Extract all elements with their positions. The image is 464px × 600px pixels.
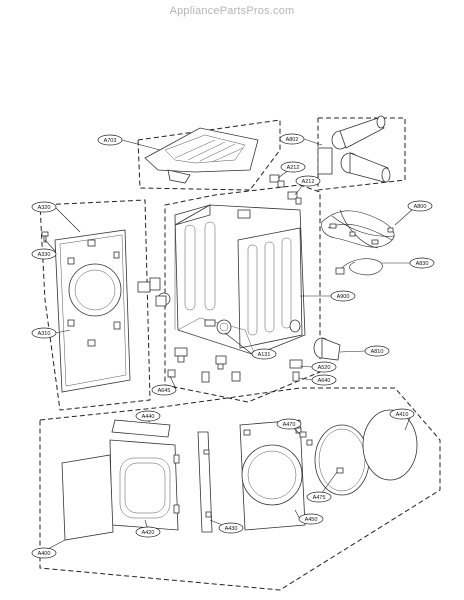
svg-text:A310: A310 bbox=[38, 331, 51, 337]
svg-text:A410: A410 bbox=[396, 412, 409, 418]
inner-door-part bbox=[239, 419, 306, 531]
door-gasket-part bbox=[314, 424, 370, 496]
svg-text:A802: A802 bbox=[286, 137, 299, 143]
door-frame-part bbox=[109, 439, 180, 531]
svg-text:A212: A212 bbox=[302, 179, 315, 185]
top-cover-part bbox=[144, 127, 259, 184]
callout-A645: A645 bbox=[151, 384, 177, 396]
svg-text:A900: A900 bbox=[337, 294, 350, 300]
callout-A830: A830 bbox=[409, 257, 435, 269]
svg-text:A320: A320 bbox=[38, 205, 51, 211]
svg-text:A131: A131 bbox=[258, 352, 271, 358]
watermark: AppliancePartsPros.com bbox=[169, 5, 295, 17]
svg-text:A430: A430 bbox=[225, 526, 238, 532]
power-cord-part bbox=[335, 258, 383, 276]
callout-A430: A430 bbox=[218, 522, 244, 534]
svg-text:A420: A420 bbox=[142, 530, 155, 536]
callout-A410: A410 bbox=[389, 408, 415, 420]
svg-text:A800: A800 bbox=[414, 204, 427, 210]
clip-parts bbox=[269, 174, 302, 205]
svg-text:A330: A330 bbox=[38, 252, 51, 258]
wire-harness-part bbox=[321, 209, 396, 249]
callout-A900: A900 bbox=[330, 290, 356, 302]
door-handle-strip-part bbox=[111, 419, 171, 438]
door-assembly-outline bbox=[39, 387, 441, 591]
front-panel-part bbox=[54, 229, 131, 393]
callout-A131: A131 bbox=[251, 348, 277, 360]
callout-A475: A475 bbox=[306, 491, 332, 503]
svg-text:A703: A703 bbox=[104, 138, 117, 144]
svg-text:A440: A440 bbox=[142, 414, 155, 420]
callout-A400: A400 bbox=[31, 547, 57, 559]
callout-A310: A310 bbox=[31, 327, 57, 339]
callout-A212: A212 bbox=[295, 175, 321, 187]
svg-text:A450: A450 bbox=[305, 517, 318, 523]
callout-A810: A810 bbox=[364, 345, 390, 357]
exhaust-duct-part bbox=[317, 115, 391, 183]
left-panel-outline bbox=[39, 199, 151, 411]
svg-text:A520: A520 bbox=[318, 365, 331, 371]
svg-text:A810: A810 bbox=[371, 349, 384, 355]
door-glass-part bbox=[362, 409, 418, 481]
svg-text:A640: A640 bbox=[318, 378, 331, 384]
callout-A440: A440 bbox=[135, 410, 161, 422]
callout-A470: A470 bbox=[276, 418, 302, 430]
panel-bracket-parts bbox=[137, 277, 171, 307]
svg-text:A830: A830 bbox=[416, 261, 429, 267]
callout-A450: A450 bbox=[298, 513, 324, 525]
door-panel-part bbox=[61, 454, 114, 541]
svg-text:A212: A212 bbox=[287, 165, 300, 171]
screw-part bbox=[41, 231, 49, 243]
svg-text:A470: A470 bbox=[283, 422, 296, 428]
callout-A212: A212 bbox=[280, 161, 306, 173]
hinge-strip-part bbox=[197, 431, 213, 533]
callout-A802: A802 bbox=[279, 133, 305, 145]
callout-A800: A800 bbox=[407, 200, 433, 212]
callout-A420: A420 bbox=[135, 526, 161, 538]
leveling-leg-parts bbox=[167, 347, 303, 383]
svg-text:A645: A645 bbox=[158, 388, 171, 394]
callout-A320: A320 bbox=[31, 201, 57, 213]
cabinet-part bbox=[174, 204, 306, 356]
callout-A703: A703 bbox=[97, 134, 123, 146]
vent-elbow-part bbox=[313, 337, 341, 361]
door-latch-parts bbox=[299, 431, 313, 446]
cabinet-outline bbox=[164, 184, 321, 403]
callout-A520: A520 bbox=[311, 361, 337, 373]
svg-text:A400: A400 bbox=[38, 551, 51, 557]
svg-text:A475: A475 bbox=[313, 495, 326, 501]
callout-A330: A330 bbox=[31, 248, 57, 260]
callout-A640: A640 bbox=[311, 374, 337, 386]
